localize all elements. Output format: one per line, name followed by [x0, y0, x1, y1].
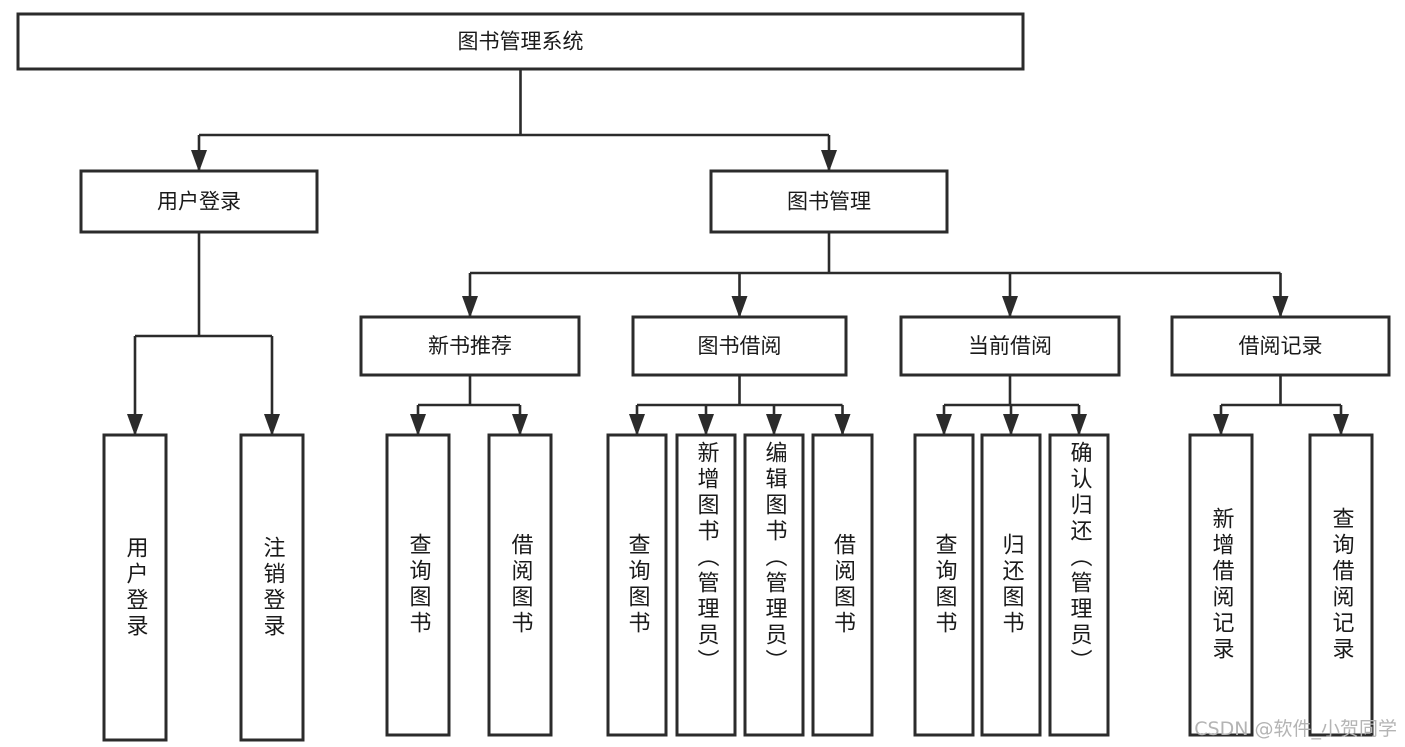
arrow-head-icon — [1272, 296, 1289, 318]
node-new-book-recommend-label: 新书推荐 — [428, 334, 512, 358]
arrow-head-icon — [1333, 414, 1349, 436]
arrow-head-icon — [410, 414, 426, 436]
node-leaf-user-login-box[interactable] — [102, 433, 168, 742]
node-book-manage-label: 图书管理 — [787, 190, 871, 214]
arrow-head-icon — [1003, 414, 1019, 436]
node-current-borrow-box[interactable] — [899, 315, 1121, 377]
arrow-head-icon — [731, 296, 748, 318]
node-leaf-logout-login-box[interactable] — [239, 433, 305, 742]
node-leaf-query-book-2-box[interactable] — [606, 433, 668, 737]
watermark-text: CSDN @软件_小贺同学 — [1194, 718, 1397, 740]
node-leaf-query-book-1-box[interactable] — [385, 433, 451, 737]
arrow-head-icon — [462, 296, 478, 318]
arrow-head-icon — [1071, 414, 1087, 436]
node-new-book-recommend-box[interactable] — [359, 315, 581, 377]
arrow-head-icon — [821, 150, 837, 172]
node-book-borrow-box[interactable] — [631, 315, 848, 377]
arrow-head-icon — [127, 414, 143, 436]
node-leaf-add-borrow-record-box[interactable] — [1188, 433, 1254, 737]
node-leaf-query-borrow-record-box[interactable] — [1308, 433, 1374, 737]
node-user-login-label: 用户登录 — [157, 190, 241, 214]
arrow-head-icon — [512, 414, 528, 436]
arrow-head-icon — [936, 414, 952, 436]
node-leaf-confirm-return-admin-box[interactable] — [1048, 433, 1110, 737]
node-borrow-record-box[interactable] — [1170, 315, 1391, 377]
node-leaf-edit-book-admin-box[interactable] — [743, 433, 805, 737]
node-current-borrow-label: 当前借阅 — [968, 334, 1052, 358]
boxes-layer — [16, 12, 1391, 742]
arrow-head-icon — [698, 414, 714, 436]
node-leaf-borrow-book-2-box[interactable] — [811, 433, 874, 737]
arrow-head-icon — [766, 414, 782, 436]
arrow-head-icon — [1002, 296, 1018, 318]
node-borrow-record-label: 借阅记录 — [1239, 334, 1323, 358]
node-book-manage-box[interactable] — [709, 169, 949, 234]
arrow-head-icon — [629, 414, 645, 436]
node-user-login-box[interactable] — [79, 169, 319, 234]
arrow-head-icon — [1213, 414, 1229, 436]
arrow-head-icon — [191, 150, 207, 172]
node-root-box[interactable] — [16, 12, 1025, 71]
node-leaf-return-book-box[interactable] — [980, 433, 1042, 737]
node-book-borrow-label: 图书借阅 — [698, 334, 782, 358]
node-leaf-query-book-3-box[interactable] — [913, 433, 975, 737]
node-root-label: 图书管理系统 — [458, 30, 584, 54]
arrow-head-icon — [834, 414, 851, 436]
node-leaf-borrow-book-1-box[interactable] — [487, 433, 553, 737]
arrow-head-icon — [264, 414, 280, 436]
node-leaf-add-book-admin-box[interactable] — [675, 433, 737, 737]
connectors-layer — [127, 69, 1349, 436]
